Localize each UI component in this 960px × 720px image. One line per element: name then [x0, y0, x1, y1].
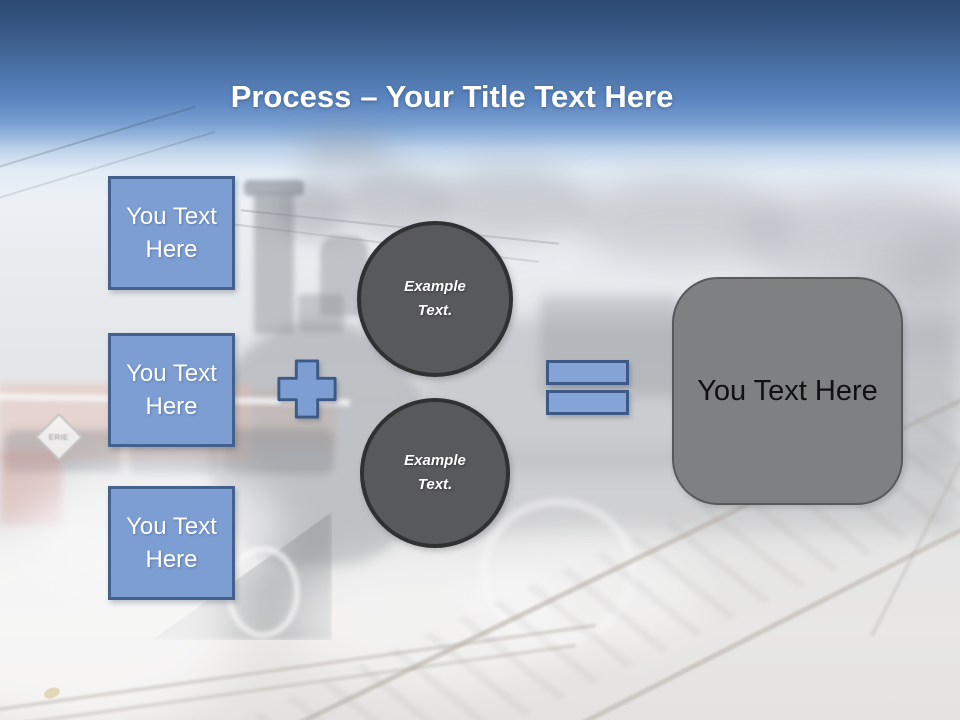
- equals-icon: [546, 360, 629, 415]
- text-box-3-label: You Text Here: [126, 513, 217, 573]
- text-box-2-label: You Text Here: [126, 360, 217, 420]
- title-rest: – Your Title Text Here: [360, 78, 674, 114]
- example-circle-1-label: Example Text.: [404, 278, 466, 319]
- text-box-2[interactable]: You Text Here: [108, 333, 235, 447]
- text-box-1-label: You Text Here: [126, 203, 217, 263]
- result-box-label: You Text Here: [697, 374, 878, 407]
- text-box-3[interactable]: You Text Here: [108, 486, 235, 600]
- plus-icon: [277, 359, 337, 419]
- title-emphasis: Process: [230, 78, 352, 114]
- result-box[interactable]: You Text Here: [672, 277, 903, 505]
- text-box-1[interactable]: You Text Here: [108, 176, 235, 290]
- slide-title[interactable]: Process– Your Title Text Here: [0, 77, 932, 117]
- example-circle-2[interactable]: Example Text.: [360, 398, 510, 548]
- example-circle-1[interactable]: Example Text.: [357, 221, 513, 377]
- example-circle-2-label: Example Text.: [404, 452, 466, 493]
